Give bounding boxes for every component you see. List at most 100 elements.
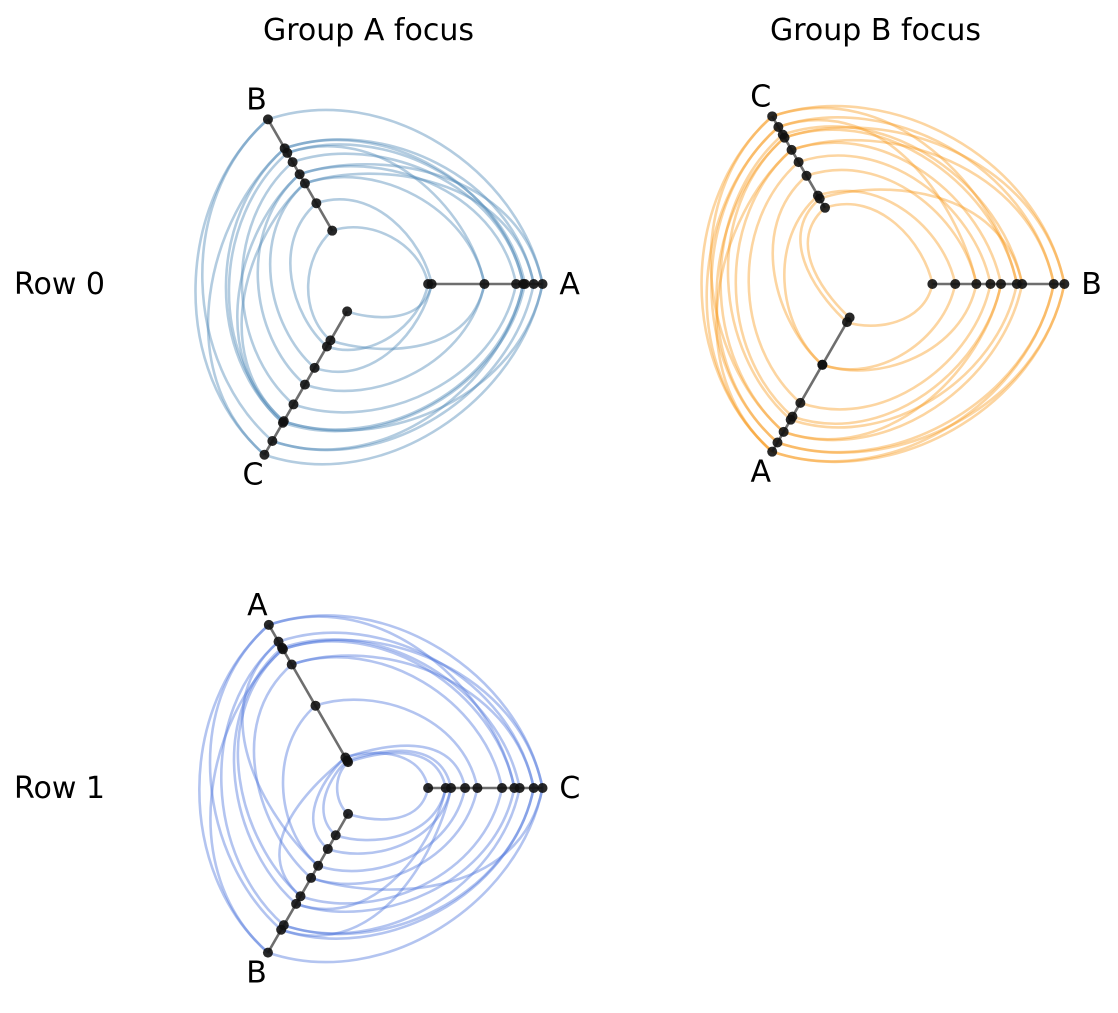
edge (344, 751, 430, 789)
edge (283, 787, 521, 935)
node (842, 317, 852, 328)
node (295, 891, 306, 902)
node (263, 619, 274, 630)
edge (331, 225, 430, 285)
node (767, 111, 778, 122)
edge (824, 202, 934, 285)
edge (771, 104, 1066, 285)
node (996, 279, 1006, 289)
edge (312, 756, 347, 850)
node (309, 362, 320, 373)
edge (283, 283, 544, 432)
node (291, 898, 302, 909)
edge (782, 125, 1024, 285)
edge-layer (198, 614, 544, 964)
node (820, 202, 830, 213)
axis-label: C (243, 458, 264, 493)
node (795, 397, 806, 408)
edge (283, 283, 525, 431)
node (1017, 279, 1028, 289)
edge (327, 787, 453, 855)
edge (335, 787, 447, 842)
edge (278, 631, 535, 789)
edge (208, 623, 283, 931)
edge (282, 283, 527, 433)
panel-2: C A B (198, 588, 580, 990)
node (927, 279, 938, 289)
node (342, 306, 353, 317)
edge (784, 126, 1066, 285)
edge (747, 161, 802, 404)
node (472, 783, 483, 793)
node (497, 783, 508, 793)
axis-label: A (750, 454, 771, 489)
node (279, 143, 290, 154)
edge (306, 229, 334, 342)
edge (236, 648, 302, 898)
node-layer (262, 619, 548, 958)
axis-label: B (246, 955, 267, 990)
edge (726, 136, 792, 421)
node (519, 279, 530, 289)
edge (280, 787, 453, 937)
edge (346, 749, 453, 789)
row-label-0: Row 0 (14, 267, 105, 302)
axis-label: A (559, 267, 580, 302)
node (479, 279, 490, 289)
edge (783, 194, 824, 366)
edge (777, 118, 978, 285)
edge (310, 787, 479, 886)
node (288, 399, 299, 410)
node (772, 437, 783, 448)
edge (282, 638, 544, 789)
edge (821, 283, 978, 372)
node (514, 783, 525, 793)
panel-title: Group A focus (263, 13, 474, 48)
node (276, 924, 287, 935)
edge-layer (700, 104, 1066, 464)
edge (278, 756, 347, 898)
edge (771, 106, 1019, 285)
edge (264, 283, 544, 466)
edge (347, 751, 447, 789)
edge (798, 154, 992, 285)
edge (700, 115, 774, 453)
edge (194, 118, 269, 456)
node (343, 808, 354, 819)
edge (821, 283, 957, 371)
edge (201, 118, 274, 442)
node (528, 279, 539, 289)
edge (291, 654, 535, 789)
edge (304, 283, 486, 393)
edge (330, 283, 486, 351)
panel-1: Group B focus B C A (700, 13, 1102, 489)
edge (709, 115, 785, 433)
node (299, 379, 310, 390)
node (773, 122, 784, 133)
node (262, 114, 273, 125)
node (262, 947, 273, 958)
edge (715, 136, 786, 444)
edge (806, 168, 978, 285)
edge (771, 283, 1056, 463)
edge (734, 148, 794, 418)
edge (219, 640, 285, 927)
node (327, 225, 338, 236)
node-layer (259, 114, 548, 460)
edge (300, 787, 504, 905)
node (511, 279, 522, 289)
node (330, 830, 341, 841)
edge (819, 188, 1024, 285)
node (971, 279, 982, 289)
edge (710, 126, 780, 444)
edge (271, 283, 535, 452)
edge (322, 759, 349, 837)
edge (209, 648, 284, 954)
node-layer (767, 111, 1070, 457)
edge (719, 133, 785, 433)
edge (198, 623, 270, 954)
edge (705, 126, 780, 453)
edge (283, 787, 535, 936)
edge (799, 197, 848, 324)
edge (783, 283, 1024, 442)
